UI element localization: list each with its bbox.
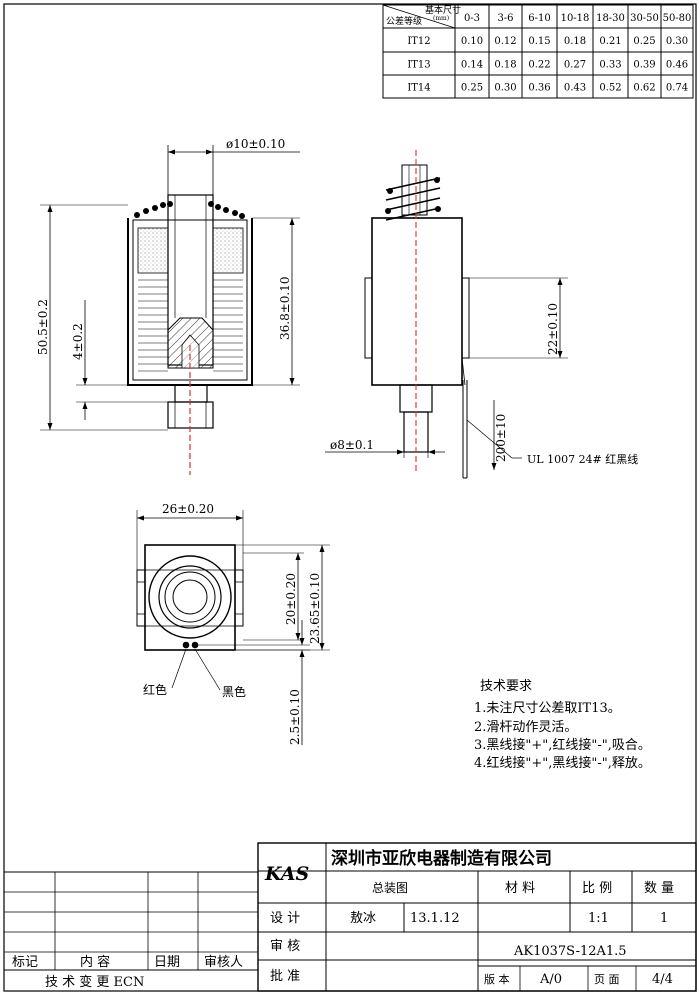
technical-notes: 技术要求 1.未注尺寸公差取IT13。 2.滑杆动作灵活。 3.黑线接"+",红… [474,679,651,771]
table-value-cell: 0.15 [528,36,550,47]
dim-stroke: 4±0.2 [71,323,85,360]
note-2: 2.滑杆动作灵活。 [474,720,577,735]
coil-lines [138,279,243,372]
note-3: 3.黑线接"+",红线接"-",吸合。 [474,737,651,753]
dim-bore-diameter: ø10±0.10 [226,137,285,151]
table-grade-cell: IT13 [407,60,430,71]
tolerance-table: 基本尺寸 (mm) 公差等级 0-3 3-6 6-10 10-18 18-30 30-50… [382,4,694,99]
rev-reviewer-label: 审核人 [204,955,243,970]
table-value-cell: 0.30 [666,36,688,47]
title-block [257,842,697,992]
table-value-cell: 0.39 [633,60,655,71]
designer-name: 敖冰 [350,910,376,926]
note-4: 4.红线接"+",黑线接"-",释放。 [474,755,651,771]
table-value-cell: 0.25 [633,36,655,47]
table-value-cell: 0.14 [461,60,483,71]
table-value-cell: 0.43 [564,83,586,94]
drawing-name: 总装图 [372,881,408,895]
table-range-header: 50-80 [663,13,692,24]
dim-wire-length: 200±10 [494,414,508,462]
table-value-cell: 0.22 [528,60,550,71]
label-black-wire: 黑色 [222,685,246,699]
revision-block [4,871,258,971]
dim-plunger-diameter: ø8±0.1 [330,438,374,452]
front-section-view: ø10±0.10 [36,137,300,475]
design-date: 13.1.12 [410,911,460,926]
black-wire-dot [191,641,199,649]
scale-label: 比 例 [582,881,612,896]
top-spring-beads [134,201,245,219]
table-header-grade: 公差等级 [386,15,422,27]
rev-mark-label: 标记 [12,955,38,970]
red-wire-dot [182,641,190,649]
version-value: A/0 [539,972,562,987]
dim-wire-offset: 2.5±0.10 [288,689,302,745]
review-label: 审 核 [270,939,300,954]
dim-outer-height: 23.65±0.10 [308,573,322,644]
page-label: 页 面 [594,973,620,986]
table-range-header: 6-10 [528,13,550,24]
approve-label: 批 准 [270,969,300,984]
table-value-cell: 0.33 [599,60,621,71]
table-value-cell: 0.21 [599,36,621,47]
dim-side-height: 22±0.10 [546,303,560,355]
design-label: 设 计 [270,911,300,926]
dim-overall-length: 50.5±0.2 [36,299,50,355]
company-logo: KAS [264,863,309,885]
table-value-cell: 0.46 [666,60,688,71]
company-name: 深圳市亚欣电器制造有限公司 [331,848,552,869]
side-spring [385,177,441,221]
rev-date-label: 日期 [154,955,180,970]
table-range-header: 10-18 [561,13,590,24]
table-range-header: 18-30 [596,13,625,24]
side-view: 22±0.10 ø8±0.1 200±10 UL 1007 24# 红黑线 [325,150,638,479]
table-header-unit: (mm) [433,15,449,22]
rev-content-label: 内 容 [80,954,110,970]
table-range-header: 30-50 [630,13,659,24]
dim-body-height: 36.8±0.10 [278,277,292,341]
scale-value: 1:1 [588,911,609,926]
version-label: 版 本 [484,972,510,986]
table-value-cell: 0.25 [461,83,483,94]
table-range-header: 0-3 [464,13,480,24]
notes-title: 技术要求 [480,679,532,694]
label-red-wire: 红色 [143,682,167,697]
quantity-label: 数 量 [644,881,674,896]
table-value-cell: 0.52 [599,83,621,94]
table-value-cell: 0.12 [494,36,516,47]
table-range-header: 3-6 [497,13,513,24]
table-value-cell: 0.36 [528,83,550,94]
table-value-cell: 0.18 [494,60,516,71]
table-value-cell: 0.74 [666,83,688,94]
table-header-size: 基本尺寸 [425,4,461,16]
dim-width: 26±0.20 [162,502,214,516]
table-value-cell: 0.27 [564,60,586,71]
wire-spec: UL 1007 24# 红黑线 [527,452,638,466]
page-value: 4/4 [652,972,673,987]
table-value-cell: 0.10 [461,36,483,47]
material-label: 材 料 [505,881,535,896]
table-grade-cell: IT12 [407,36,430,47]
table-value-cell: 0.62 [633,83,655,94]
note-1: 1.未注尺寸公差取IT13。 [474,701,621,716]
table-grade-cell: IT14 [407,83,430,94]
table-value-cell: 0.18 [564,36,586,47]
table-value-cell: 0.30 [494,83,516,94]
rev-ecn-label: 技 术 变 更 ECN [45,974,144,990]
part-number: AK1037S-12A1.5 [513,944,627,959]
bottom-view: 26±0.20 20±0.20 23.65±0.10 2.5±0.10 红色 黑… [136,502,330,745]
dim-inner-height: 20±0.20 [284,573,298,625]
quantity-value: 1 [660,911,668,926]
